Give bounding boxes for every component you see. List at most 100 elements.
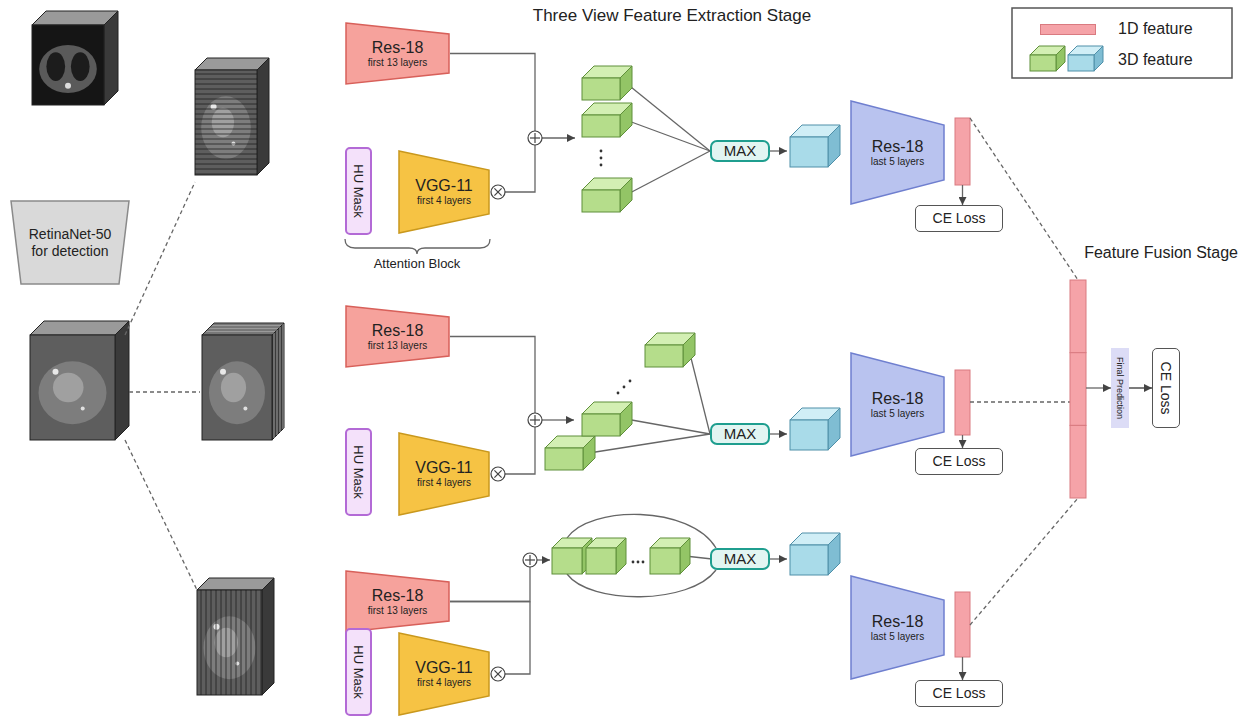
bright-spot bbox=[214, 624, 220, 630]
cube-side bbox=[616, 538, 626, 574]
slice-line bbox=[195, 79, 257, 80]
heart bbox=[212, 108, 234, 137]
block-name: Res-18 bbox=[372, 39, 424, 57]
slice-line bbox=[195, 169, 257, 170]
cube-side bbox=[115, 321, 129, 440]
merge-line bbox=[626, 83, 710, 151]
cube-front bbox=[1068, 55, 1094, 71]
bright-spot bbox=[243, 407, 247, 411]
slice-line bbox=[195, 99, 257, 100]
attention-wire bbox=[505, 602, 530, 675]
slice-line bbox=[195, 84, 257, 85]
symbol-stroke bbox=[494, 470, 501, 477]
ellipsis-dot bbox=[600, 150, 603, 153]
fusion-link bbox=[970, 401, 1070, 402]
ellipsis-dot bbox=[629, 380, 632, 383]
bright-spot bbox=[53, 369, 59, 375]
block-name: CE Loss bbox=[933, 210, 986, 226]
legend-text: 1D feature bbox=[1118, 19, 1193, 38]
slice-line bbox=[195, 109, 257, 110]
cube-side bbox=[683, 333, 695, 367]
cube-front bbox=[586, 548, 616, 574]
block-name: Res-18 bbox=[372, 587, 424, 605]
body-section bbox=[201, 96, 251, 159]
cube-side bbox=[828, 533, 840, 575]
mask-box: HU Mask bbox=[345, 428, 372, 516]
bright-spot bbox=[81, 407, 85, 411]
symbol-ring bbox=[528, 413, 542, 427]
symbol-stroke bbox=[494, 470, 501, 477]
legend-frame bbox=[1012, 8, 1232, 78]
symbol-stroke bbox=[534, 415, 535, 425]
slice-line bbox=[221, 590, 222, 695]
feature-wire bbox=[450, 54, 535, 132]
encoder-block: Res-18first 13 layers bbox=[345, 570, 450, 633]
block-note: first 4 layers bbox=[417, 677, 471, 689]
flow-arrow bbox=[1129, 387, 1152, 388]
cube-side bbox=[828, 125, 840, 167]
block-note: first 4 layers bbox=[417, 195, 471, 207]
ellipsis-dot bbox=[642, 561, 645, 564]
mask-box: HU Mask bbox=[345, 147, 372, 235]
group-label: Attention Block bbox=[374, 256, 461, 272]
fuse-arrow bbox=[537, 559, 550, 560]
block-shape bbox=[399, 433, 489, 515]
stage-label: Feature Fusion Stage bbox=[1084, 243, 1238, 262]
slice-line bbox=[256, 590, 257, 695]
block-note: last 5 layers bbox=[871, 408, 924, 420]
add-symbol bbox=[528, 413, 542, 427]
slice-line bbox=[213, 324, 283, 325]
merge-line bbox=[689, 350, 710, 434]
block-shape bbox=[399, 633, 489, 715]
cube-side bbox=[620, 66, 632, 100]
cube-side bbox=[620, 178, 632, 212]
symbol-ring bbox=[528, 131, 542, 145]
multiply-symbol bbox=[491, 667, 505, 681]
cube-top bbox=[30, 321, 129, 335]
pool-arrow bbox=[770, 558, 787, 559]
slice-feature bbox=[582, 178, 632, 212]
block-name: Res-18 bbox=[372, 322, 424, 340]
cube-front bbox=[790, 137, 828, 167]
bright-spot bbox=[220, 369, 226, 375]
cube-top bbox=[32, 11, 118, 25]
block-note: first 13 layers bbox=[368, 340, 427, 352]
fused-vector bbox=[1070, 280, 1086, 353]
legend-cube bbox=[1030, 46, 1065, 71]
ellipsis-dot bbox=[637, 561, 640, 564]
block-shape bbox=[346, 306, 449, 367]
block-shape bbox=[399, 151, 489, 233]
cube-side bbox=[257, 58, 269, 175]
slice-line bbox=[201, 590, 202, 695]
detector-box: RetinaNet-50 for detection bbox=[10, 200, 130, 285]
slice-line bbox=[195, 74, 257, 75]
cube-side bbox=[680, 538, 690, 574]
merge-line bbox=[626, 419, 710, 434]
body-section bbox=[39, 45, 97, 93]
slice-line bbox=[195, 139, 257, 140]
block-name: MAX bbox=[724, 425, 757, 442]
symbol-stroke bbox=[494, 188, 501, 195]
pooling-box: MAX bbox=[710, 548, 770, 570]
cube-side bbox=[262, 578, 274, 695]
slice-line bbox=[210, 327, 280, 328]
loss-box: CE Loss bbox=[1152, 348, 1180, 428]
slice-line bbox=[280, 327, 281, 432]
view-link bbox=[125, 440, 197, 590]
block-name: VGG-11 bbox=[415, 659, 473, 677]
encoder-block: Res-18first 13 layers bbox=[345, 305, 450, 368]
cube-side bbox=[620, 103, 632, 137]
classifier-block: Res-18last 5 layers bbox=[850, 100, 945, 205]
slice-line bbox=[195, 154, 257, 155]
ellipsis-dot bbox=[623, 386, 626, 389]
symbol-ring bbox=[491, 667, 505, 681]
block-name: MAX bbox=[724, 550, 757, 567]
cube-front bbox=[790, 545, 828, 575]
ct-volume bbox=[197, 578, 274, 695]
block-note: first 13 layers bbox=[368, 57, 427, 69]
feature-vector bbox=[955, 592, 970, 657]
multiply-symbol bbox=[491, 185, 505, 199]
cube-front bbox=[545, 448, 583, 470]
block-name: VGG-11 bbox=[415, 177, 473, 195]
